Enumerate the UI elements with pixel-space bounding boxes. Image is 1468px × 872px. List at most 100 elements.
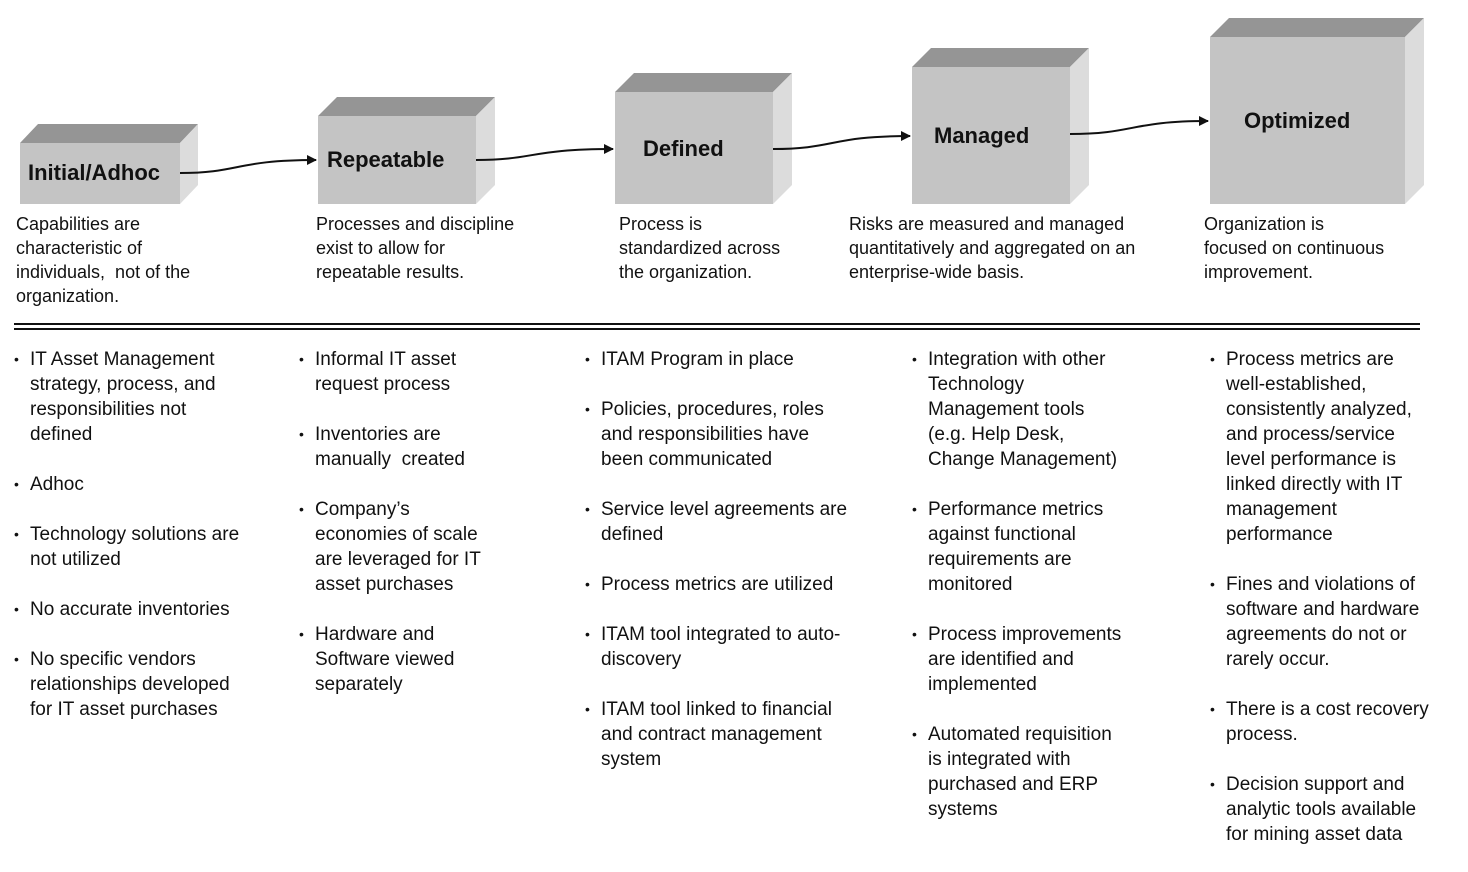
list-item-line: Service level agreements are xyxy=(601,499,848,520)
list-item-line: Integration with other xyxy=(928,349,1106,370)
list-item-line: been communicated xyxy=(601,449,773,470)
list-item-line: consistently analyzed, xyxy=(1226,399,1412,420)
stage-label-initial: Initial/Adhoc xyxy=(28,160,160,185)
description-line: exist to allow for xyxy=(316,238,446,258)
list-item-line: level performance is xyxy=(1226,449,1397,470)
stage-label-defined: Defined xyxy=(643,136,724,161)
description-line: repeatable results. xyxy=(316,262,465,282)
description-line: focused on continuous xyxy=(1204,238,1385,258)
list-item-line: ITAM Program in place xyxy=(601,349,794,370)
list-item-line: Management tools xyxy=(928,399,1085,420)
list-item-line: Informal IT asset xyxy=(315,349,457,370)
description-line: characteristic of xyxy=(16,238,143,258)
description-line: Process is xyxy=(619,214,703,234)
stage-box-defined xyxy=(615,73,792,204)
bullet-list-optimized: Process metrics are well-established, co… xyxy=(1210,347,1464,872)
list-item-line: are leveraged for IT xyxy=(315,549,481,570)
list-item-line: are identified and xyxy=(928,649,1074,670)
list-item-line: Company’s xyxy=(315,499,410,520)
list-item-line: and contract management xyxy=(601,724,822,745)
list-item-line: software and hardware xyxy=(1226,599,1420,620)
list-item: Automated requisition is integrated with… xyxy=(912,722,1172,822)
list-item-line: and process/service xyxy=(1226,424,1395,445)
divider-line xyxy=(14,328,1420,330)
list-item: Integration with other Technology Manage… xyxy=(912,347,1172,472)
stage-box-optimized xyxy=(1210,18,1424,204)
list-item-line: Automated requisition xyxy=(928,724,1112,745)
bullet-list-initial: IT Asset Management strategy, process, a… xyxy=(14,347,284,747)
description-line: Risks are measured and managed xyxy=(849,214,1125,234)
stage-description-defined: Process is standardized across the organ… xyxy=(619,212,829,284)
stage-description-managed: Risks are measured and managed quantitat… xyxy=(849,212,1189,284)
list-item: Process metrics are well-established, co… xyxy=(1210,347,1464,547)
list-item-line: systems xyxy=(928,799,998,820)
list-item-line: Technology solutions are xyxy=(30,524,240,545)
list-item-line: process. xyxy=(1226,724,1298,745)
arrow-initial-to-repeatable xyxy=(179,155,317,174)
list-item-line: not utilized xyxy=(30,549,121,570)
description-line: the organization. xyxy=(619,262,753,282)
list-item-line: manually created xyxy=(315,449,465,470)
list-item-line: defined xyxy=(601,524,664,545)
list-item: Process improvements are identified and … xyxy=(912,622,1172,697)
list-item-line: is integrated with xyxy=(928,749,1071,770)
list-item: ITAM tool integrated to auto- discovery xyxy=(585,622,885,672)
list-item: There is a cost recovery process. xyxy=(1210,697,1464,747)
list-item-line: economies of scale xyxy=(315,524,478,545)
stage-description-initial: Capabilities are characteristic of indiv… xyxy=(16,212,216,308)
list-item: IT Asset Management strategy, process, a… xyxy=(14,347,284,447)
list-item: Informal IT asset request process xyxy=(299,347,529,397)
list-item-line: requirements are xyxy=(928,549,1072,570)
list-item-line: management xyxy=(1226,499,1337,520)
description-line: organization. xyxy=(16,286,120,306)
list-item: Decision support and analytic tools avai… xyxy=(1210,772,1464,847)
list-item: ITAM tool linked to financial and contra… xyxy=(585,697,885,772)
list-item-line: There is a cost recovery xyxy=(1226,699,1429,720)
list-item-line: Process improvements xyxy=(928,624,1122,645)
list-item: Hardware and Software viewed separately xyxy=(299,622,529,697)
bullet-list-defined: ITAM Program in place Policies, procedur… xyxy=(585,347,885,797)
list-item-line: Decision support and xyxy=(1226,774,1405,795)
description-line: quantitatively and aggregated on an xyxy=(849,238,1136,258)
stage-box-initial xyxy=(20,124,198,204)
list-item: No specific vendors relationships develo… xyxy=(14,647,284,722)
description-line: Organization is xyxy=(1204,214,1325,234)
list-item-line: (e.g. Help Desk, xyxy=(928,424,1065,445)
stage-description-repeatable: Processes and discipline exist to allow … xyxy=(316,212,546,284)
list-item-line: No specific vendors xyxy=(30,649,196,670)
stage-label-managed: Managed xyxy=(934,123,1030,148)
list-item-line: performance xyxy=(1226,524,1333,545)
list-item: Fines and violations of software and har… xyxy=(1210,572,1464,672)
description-line: improvement. xyxy=(1204,262,1314,282)
list-item: Inventories are manually created xyxy=(299,422,529,472)
list-item-line: implemented xyxy=(928,674,1037,695)
list-item: Adhoc xyxy=(14,472,284,497)
list-item: Technology solutions are not utilized xyxy=(14,522,284,572)
list-item-line: for mining asset data xyxy=(1226,824,1403,845)
stage-description-optimized: Organization is focused on continuous im… xyxy=(1204,212,1444,284)
list-item-line: linked directly with IT xyxy=(1226,474,1403,495)
stage-label-optimized: Optimized xyxy=(1244,108,1351,133)
list-item: Service level agreements are defined xyxy=(585,497,885,547)
list-item-line: system xyxy=(601,749,662,770)
description-line: Processes and discipline xyxy=(316,214,515,234)
list-item: Performance metrics against functional r… xyxy=(912,497,1172,597)
description-line: Capabilities are xyxy=(16,214,141,234)
list-item-line: Policies, procedures, roles xyxy=(601,399,824,420)
list-item: ITAM Program in place xyxy=(585,347,885,372)
list-item-line: Change Management) xyxy=(928,449,1118,470)
list-item-line: No accurate inventories xyxy=(30,599,230,620)
list-item-line: relationships developed xyxy=(30,674,230,695)
list-item-line: against functional xyxy=(928,524,1076,545)
list-item-line: well-established, xyxy=(1226,374,1367,395)
list-item-line: separately xyxy=(315,674,403,695)
list-item-line: defined xyxy=(30,424,93,445)
list-item-line: Adhoc xyxy=(30,474,84,495)
list-item-line: for IT asset purchases xyxy=(30,699,218,720)
list-item-line: monitored xyxy=(928,574,1013,595)
list-item-line: asset purchases xyxy=(315,574,454,595)
list-item-line: Process metrics are xyxy=(1226,349,1394,370)
list-item: Company’s economies of scale are leverag… xyxy=(299,497,529,597)
arrow-repeatable-to-defined xyxy=(475,144,614,161)
